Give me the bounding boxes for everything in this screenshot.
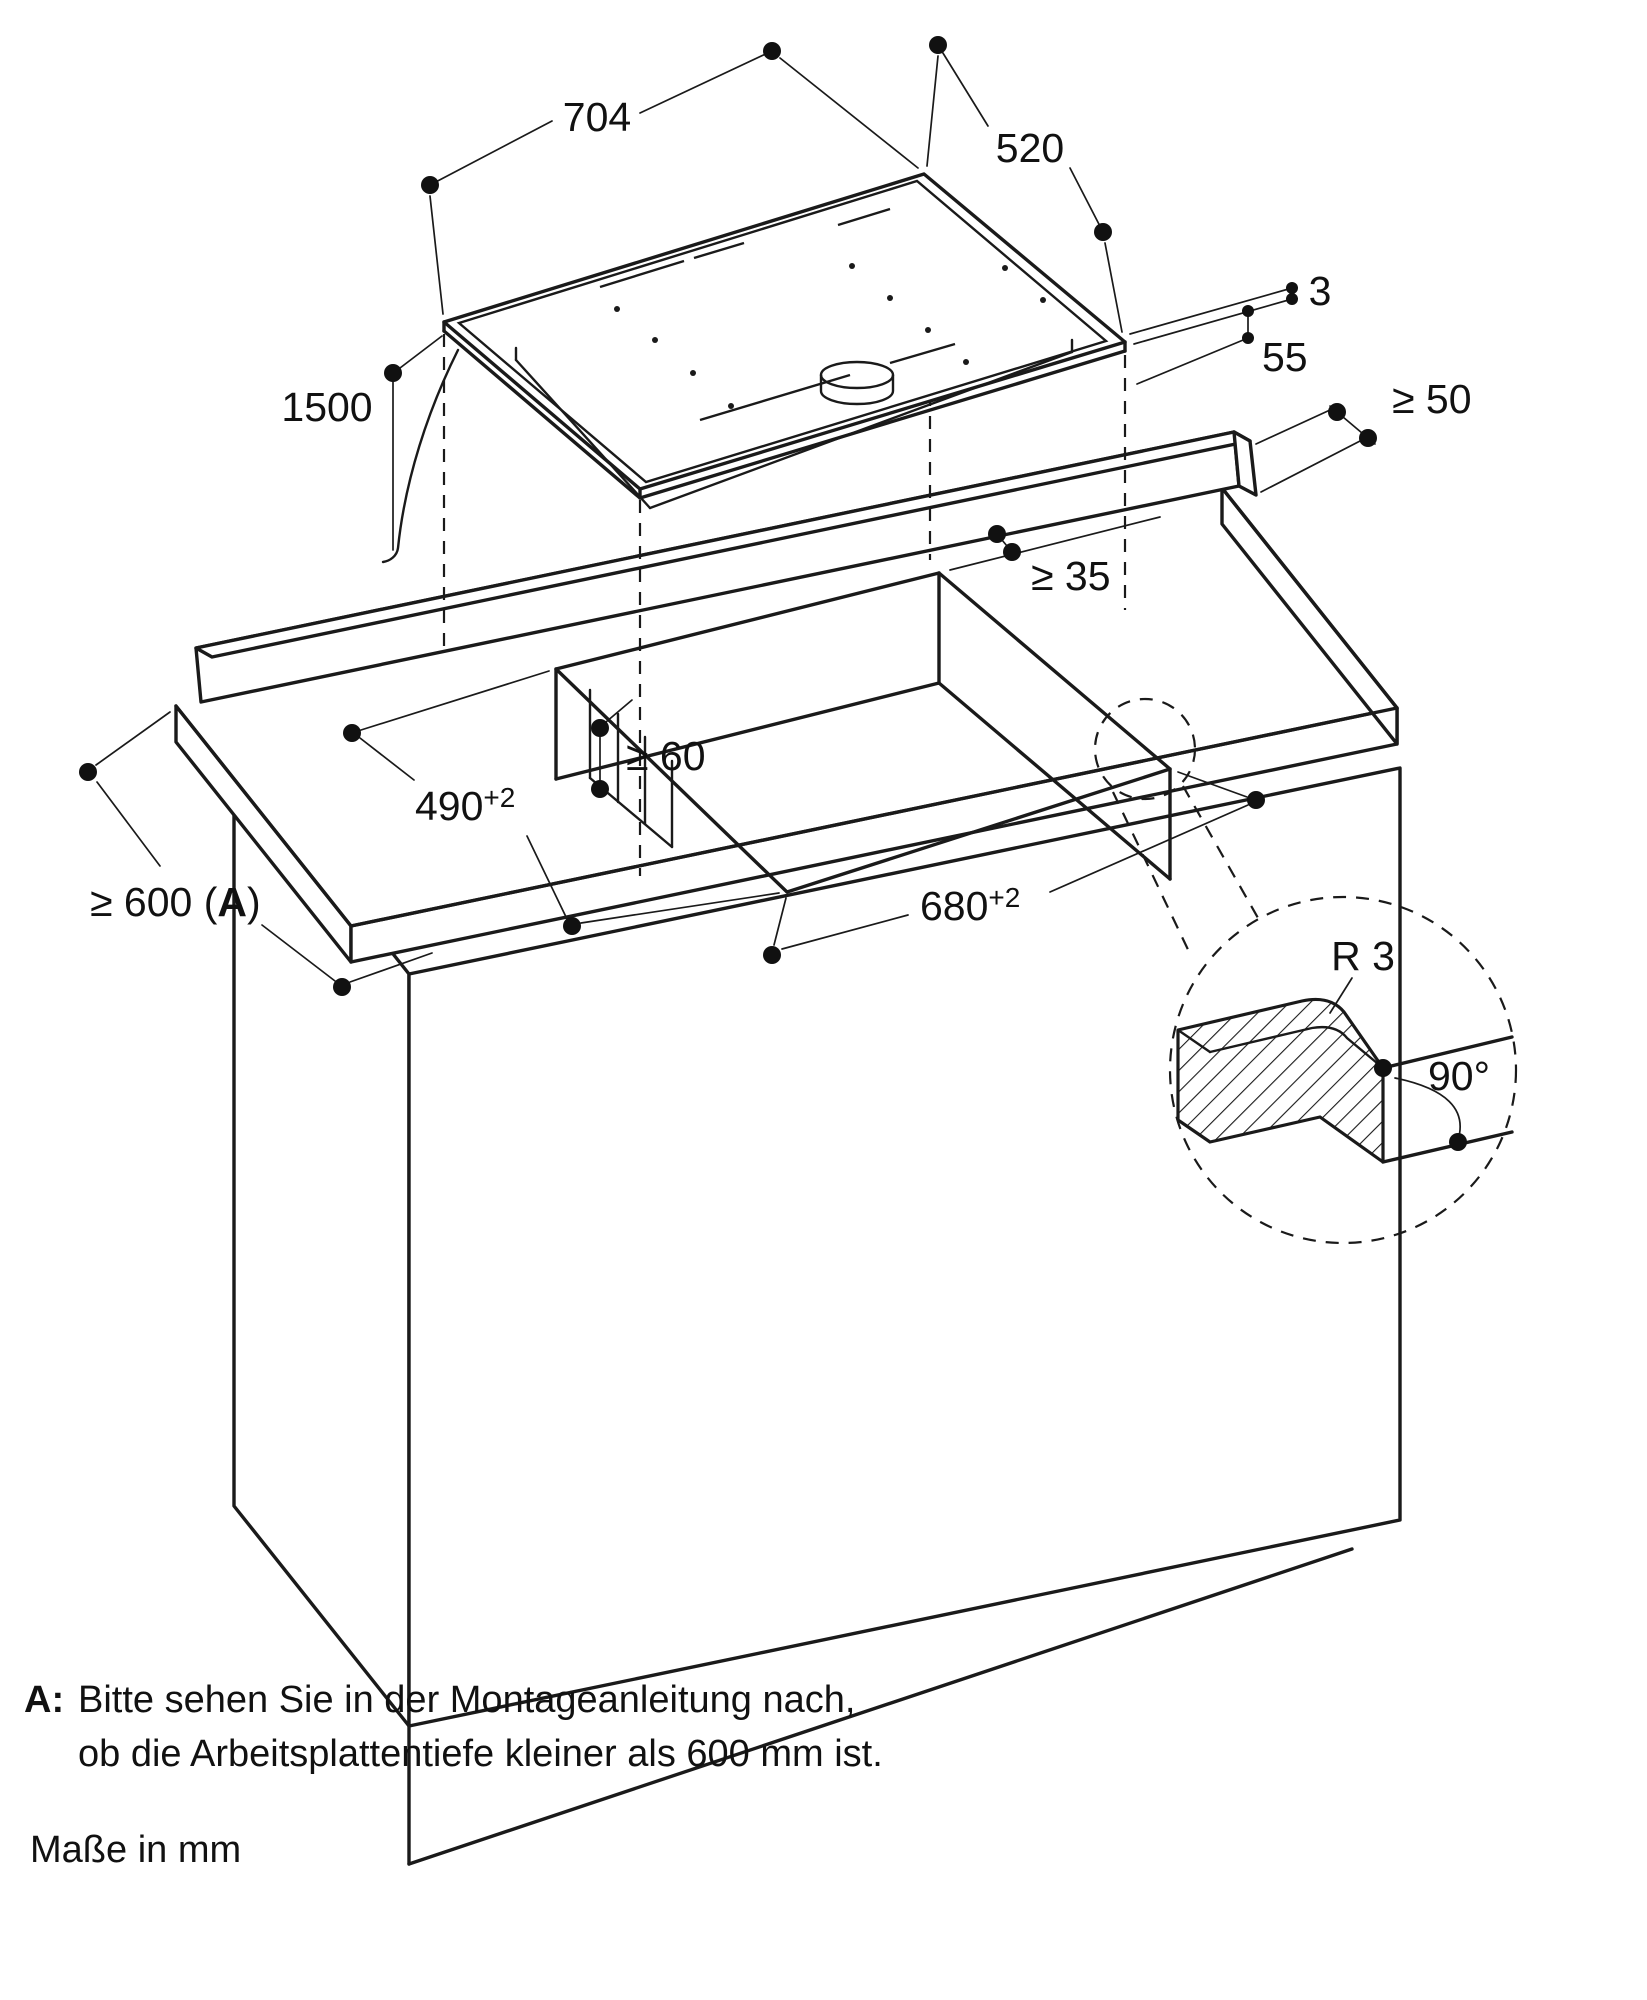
footnote-line2: ob die Arbeitsplattentiefe kleiner als 6… [78,1733,883,1775]
worktop-top-face [176,488,1397,926]
detail-zoom-circle [1168,895,1518,1245]
cutout-wall-bottom [937,681,1172,881]
cross-section [1176,997,1514,1164]
dim-cut-angle-label: 90° [1428,1053,1490,1099]
dim-cable-length-label: 1500 [281,384,372,430]
cutout-group [554,571,1172,894]
cooking-zone-marks [599,207,956,422]
dim-90deg: 90° [1374,1053,1490,1151]
dim-50: ≥ 50 [1255,376,1472,493]
dim-cooktop-depth-label: 520 [996,125,1064,171]
dim-r3: R 3 [1329,933,1395,1014]
mains-cable [381,348,460,564]
dim-rail-distance-label: ≥ 60 [626,733,706,779]
dim-rear-clearance-label: ≥ 35 [1031,553,1111,599]
cooktop-glass-edge [456,179,1109,484]
worktop-right-edge [1220,486,1399,710]
support-rail-lines [588,688,674,849]
dim-cooktop-width-label: 704 [563,94,631,140]
detail-source-circle [1093,697,1197,801]
dim-1500: 1500 [281,335,443,551]
cross-section-slab [1176,997,1385,1164]
plinth-floor-edge [407,1547,1354,1866]
cutout-width-tolerance: +2 [988,882,1020,913]
footnote-ref: A: [24,1679,64,1721]
cutout-wall-bottom [554,681,941,781]
worktop-depth-prefix: ≥ 600 ( [90,879,218,925]
cutout-width-value: 680 [920,883,988,929]
dim-704: 704 [421,42,919,315]
dim-680: 680+2 [763,771,1265,964]
cabinet-group [232,752,1402,1866]
dim-55: 55 [1136,305,1308,385]
dim-cutout-depth-label: 490+2 [415,782,515,829]
worktop-group [174,486,1399,964]
dim-490: 490+2 [343,670,780,935]
dim-3: 3 [1129,268,1332,345]
worktop-left-edge [174,704,353,928]
dim-installation-height-label: 55 [1262,334,1308,380]
cutout-depth-value: 490 [415,783,483,829]
backsplash-end-face [1232,430,1258,497]
touch-control-dots [614,263,1046,409]
detail-circle-group [1093,697,1518,1245]
dim-60: ≥ 60 [591,699,706,798]
worktop-front-edge [349,706,1399,928]
cabinet-front-face [407,766,1402,1728]
dim-facet-height-label: 3 [1309,268,1332,314]
control-knob [819,360,895,406]
worktop-depth-suffix: ) [247,879,261,925]
backsplash-group [194,430,1258,704]
angle-arc [1394,1077,1461,1141]
dim-cutout-width-label: 680+2 [920,882,1020,929]
dim-corner-radius-label: R 3 [1331,933,1395,979]
footnote-line1: Bitte sehen Sie in der Montageanleitung … [78,1679,855,1721]
footnote-group: A: Bitte sehen Sie in der Montageanleitu… [24,1679,883,1871]
cutout-depth-tolerance: +2 [483,782,515,813]
dim-worktop-depth-label: ≥ 600 (A) [90,879,261,925]
units-note: Maße in mm [30,1829,241,1871]
dim-520: 520 [926,36,1123,333]
dim-600: ≥ 600 (A) [79,711,433,996]
dim-side-clearance-label: ≥ 50 [1392,376,1472,422]
cooktop-group [381,172,1127,564]
worktop-depth-ref: A [217,879,247,925]
dim-35: ≥ 35 [949,516,1161,599]
